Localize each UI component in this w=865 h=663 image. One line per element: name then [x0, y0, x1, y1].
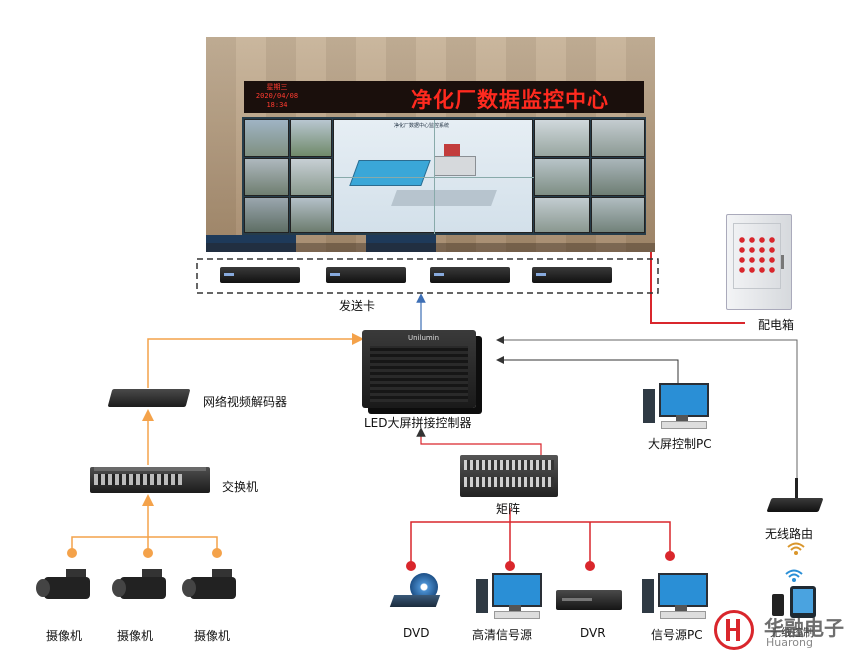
- video-matrix: [460, 455, 558, 497]
- led-clock: 星期三 2020/04/08 18:34: [250, 83, 304, 111]
- network-switch: [90, 467, 210, 493]
- sources-bus: [410, 521, 671, 565]
- control-pc-label: 大屏控制PC: [648, 437, 712, 451]
- decoder-label: 网络视频解码器: [203, 395, 288, 409]
- clock-date: 2020/04/08: [255, 92, 299, 100]
- sender-card-label: 发送卡: [339, 299, 376, 313]
- power-box-label: 配电箱: [758, 318, 795, 332]
- mobile-device-icon: [772, 586, 820, 620]
- camera-label: 摄像机: [194, 629, 231, 643]
- decoder-to-controller-line: [147, 333, 364, 388]
- matrix-label: 矩阵: [496, 502, 521, 516]
- controller-label: LED大屏拼接控制器: [364, 416, 472, 430]
- dvd-player-icon: [389, 573, 442, 611]
- scada-screen: 净化厂数据中心监控系统: [333, 119, 534, 234]
- camera-icon: [112, 569, 174, 609]
- source-label-dvr: DVR: [580, 626, 606, 640]
- scada-caption: 净化厂数据中心监控系统: [394, 123, 450, 129]
- router-label: 无线路由: [765, 527, 814, 541]
- sender-card-group-box: [196, 258, 659, 294]
- sender-card-unit: [430, 267, 510, 283]
- source-label-hd: 高清信号源: [472, 628, 533, 642]
- sender-card-unit: [532, 267, 612, 283]
- camera-icon: [182, 569, 244, 609]
- logo-text: 华融电子: [764, 616, 844, 640]
- control-pc-icon: [643, 383, 709, 429]
- sender-card-unit: [220, 267, 300, 283]
- signal-source-pc-icon: [642, 573, 708, 619]
- source-label-pc: 信号源PC: [651, 628, 703, 642]
- camera-label: 摄像机: [46, 629, 83, 643]
- matrix-to-controller-line: [416, 427, 542, 455]
- power-box: [726, 214, 792, 310]
- wireless-router-icon: [766, 478, 825, 518]
- camera-icon: [36, 569, 98, 609]
- control-pc-line: [496, 356, 679, 383]
- video-decoder: [107, 389, 191, 407]
- logo-subtext: Huarong: [766, 636, 813, 649]
- wifi-icon: [786, 542, 806, 556]
- clock-day: 星期三: [266, 83, 288, 91]
- logo-mark-icon: [714, 610, 754, 650]
- power-line: [650, 252, 745, 324]
- sender-card-unit: [326, 267, 406, 283]
- source-label-dvd: DVD: [403, 626, 430, 640]
- wifi-icon: [784, 569, 804, 583]
- camera-bus: [71, 536, 218, 553]
- led-title-strip: [244, 81, 644, 113]
- video-wall-photo: 星期三 2020/04/08 18:34 净化厂数据监控中心 净化厂数据中心监控…: [206, 37, 655, 252]
- hd-source-pc-icon: [476, 573, 542, 619]
- wall-title: 净化厂数据监控中心: [411, 88, 609, 112]
- led-controller: Unilumin: [362, 330, 476, 408]
- router-to-controller-line: [496, 336, 798, 482]
- controller-brand: Unilumin: [408, 334, 440, 342]
- clock-time: 18:34: [266, 101, 288, 109]
- dvr-icon: [556, 590, 622, 610]
- brand-logo: 华融电子 Huarong: [714, 608, 864, 656]
- switch-label: 交换机: [222, 480, 259, 494]
- mobile-label: 无线控制: [770, 626, 814, 639]
- camera-label: 摄像机: [117, 629, 154, 643]
